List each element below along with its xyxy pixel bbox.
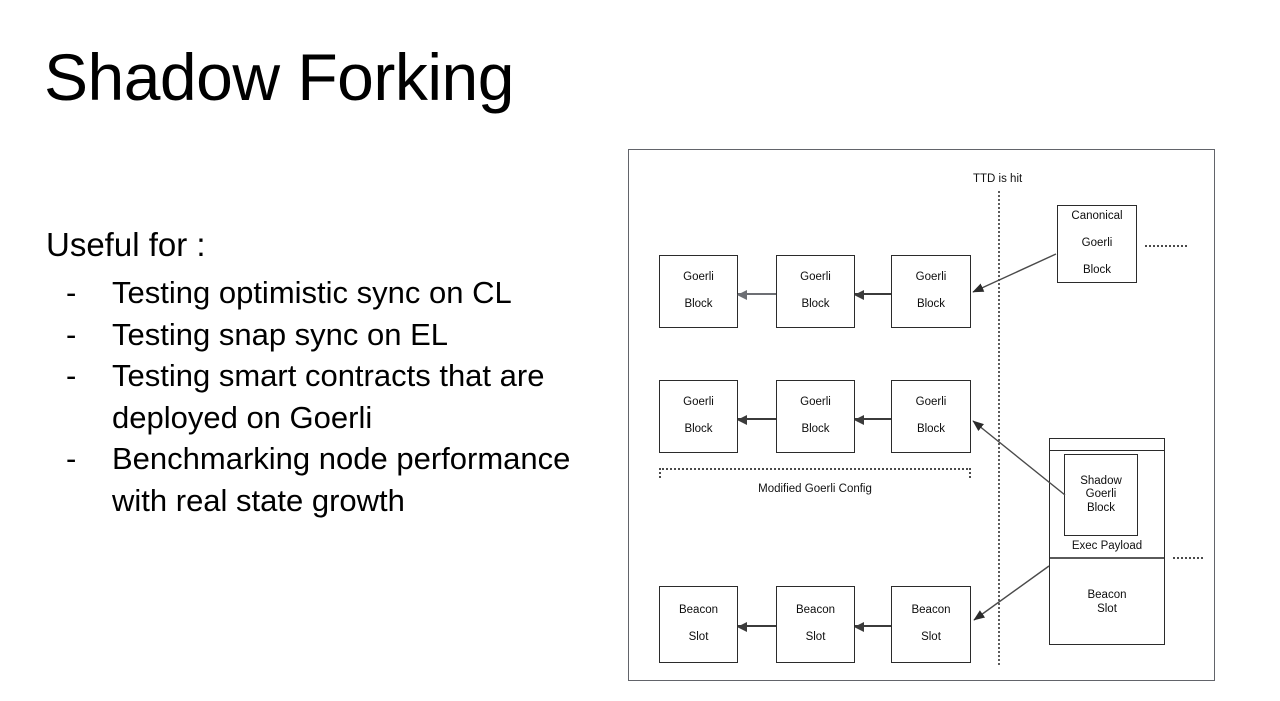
chain-arrow — [854, 290, 891, 300]
chain-arrow — [737, 622, 776, 632]
benefits-list: - Testing optimistic sync on CL - Testin… — [62, 272, 622, 521]
node-label-line2: Slot — [688, 631, 709, 644]
node-label-line1: Goerli — [915, 396, 947, 409]
node-label-line1: Beacon — [1087, 589, 1127, 601]
list-item: - Testing optimistic sync on CL — [62, 272, 622, 314]
node-label-line1: Shadow — [1080, 474, 1122, 487]
node-label-line1: Goerli — [800, 396, 831, 409]
goerli-block-node: Goerli Block — [776, 380, 855, 453]
payload-divider — [1050, 557, 1164, 559]
exec-payload-container: Shadow Goerli Block Exec Payload Beacon … — [1049, 438, 1165, 645]
bullet-dash-icon: - — [66, 358, 77, 393]
node-label-line1: Goerli — [683, 271, 714, 284]
list-item-label: Benchmarking node performance with real … — [112, 441, 571, 518]
useful-for-heading: Useful for : — [46, 226, 206, 263]
chain-arrow — [737, 415, 776, 425]
node-label-line2: Block — [801, 423, 830, 436]
list-item: - Testing smart contracts that are deplo… — [62, 355, 622, 438]
node-label-line1: Beacon — [678, 604, 718, 617]
chain-arrow — [737, 290, 776, 300]
node-label-line3: Block — [1082, 264, 1112, 277]
ttd-is-hit-label: TTD is hit — [973, 173, 1023, 185]
page-title: Shadow Forking — [44, 40, 514, 114]
beacon-slot-payload-label: Beacon Slot — [1050, 589, 1164, 616]
node-label-line2: Block — [916, 298, 946, 311]
list-item: - Testing snap sync on EL — [62, 314, 622, 356]
list-item-label: Testing smart contracts that are deploye… — [112, 358, 545, 435]
node-label-line1: Beacon — [911, 604, 951, 617]
goerli-block-node: Goerli Block — [891, 255, 971, 328]
modified-goerli-config-label: Modified Goerli Config — [758, 483, 872, 495]
shadow-goerli-block-node: Shadow Goerli Block — [1064, 454, 1138, 536]
ttd-threshold-line — [998, 191, 1000, 665]
node-label-line2: Block — [684, 423, 713, 436]
list-item-label: Testing optimistic sync on CL — [112, 275, 512, 310]
beacon-slot-node: Beacon Slot — [891, 586, 971, 663]
canonical-to-goerli-arrow — [972, 253, 1057, 293]
goerli-block-node: Goerli Block — [776, 255, 855, 328]
goerli-block-node: Goerli Block — [659, 380, 738, 453]
node-label-line2: Goerli — [1085, 488, 1117, 501]
node-label-line2: Block — [916, 423, 946, 436]
bullet-dash-icon: - — [66, 316, 77, 352]
bullet-dash-icon: - — [66, 441, 77, 476]
goerli-block-node: Goerli Block — [659, 255, 738, 328]
node-label-line2: Slot — [921, 631, 941, 644]
node-label-line1: Goerli — [800, 271, 831, 284]
node-label-line2: Slot — [805, 631, 826, 644]
node-label-line2: Block — [684, 298, 713, 311]
exec-payload-label: Exec Payload — [1071, 540, 1143, 552]
modified-goerli-config-bracket — [659, 468, 971, 478]
payload-to-beacon-arrow — [973, 565, 1050, 621]
canonical-chain-continuation-dots — [1145, 245, 1187, 247]
bullet-dash-icon: - — [66, 275, 77, 310]
chain-arrow — [854, 622, 891, 632]
chain-arrow — [854, 415, 891, 425]
node-label-line2: Slot — [1097, 602, 1117, 615]
node-label-line1: Goerli — [683, 396, 714, 409]
node-label-line1: Goerli — [915, 271, 947, 284]
shadow-fork-diagram: TTD is hit Goerli Block Goerli Block Goe… — [628, 149, 1215, 681]
node-label-line1: Canonical — [1071, 210, 1123, 223]
goerli-block-node: Goerli Block — [891, 380, 971, 453]
beacon-chain-continuation-dots — [1173, 557, 1203, 559]
list-item-label: Testing snap sync on EL — [112, 316, 449, 352]
payload-header-strip — [1050, 450, 1164, 451]
canonical-goerli-block-node: Canonical Goerli Block — [1057, 205, 1137, 283]
node-label-line3: Block — [1086, 501, 1116, 514]
node-label-line2: Goerli — [1081, 237, 1113, 250]
node-label-line2: Block — [801, 298, 830, 311]
node-label-line1: Beacon — [795, 604, 835, 617]
list-item: - Benchmarking node performance with rea… — [62, 438, 622, 521]
beacon-slot-node: Beacon Slot — [776, 586, 855, 663]
beacon-slot-node: Beacon Slot — [659, 586, 738, 663]
